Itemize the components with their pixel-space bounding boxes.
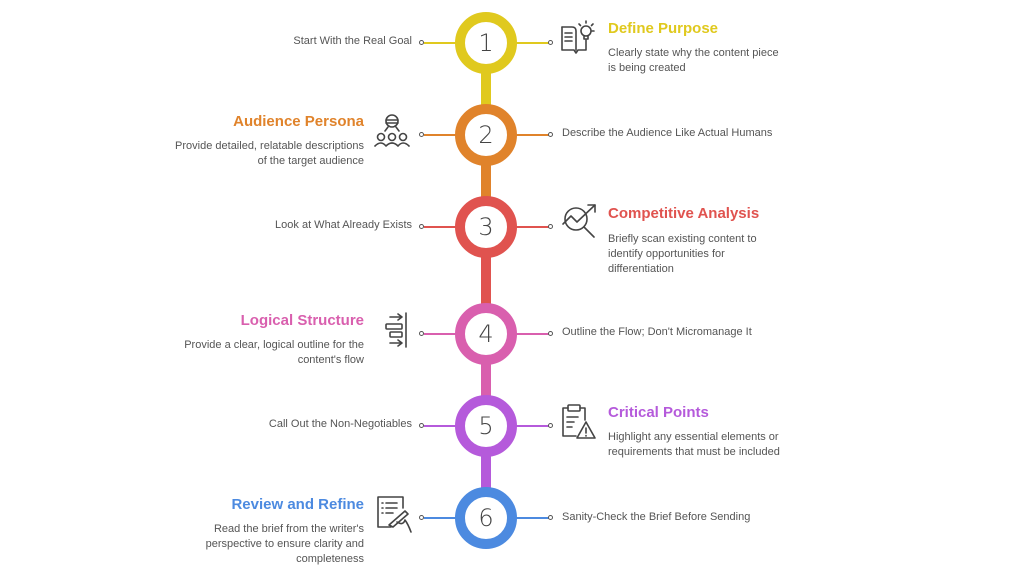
step-3-title: Competitive Analysis [608,205,760,222]
step-5-line-left [424,425,458,427]
connector-5-6 [481,455,491,491]
step-6-number: 6 [478,504,494,532]
step-2-circle: 2 [455,104,517,166]
connector-4-5 [481,363,491,399]
step-3-description: Briefly scan existing content to identif… [608,233,757,275]
step-3-line-left [424,226,458,228]
step-1-number: 1 [478,29,494,57]
step-3-number: 3 [478,213,494,241]
step-4-dot-left [419,331,424,336]
book-lightbulb-icon [558,18,598,58]
step-6-dot-left [419,515,424,520]
step-6-line-right [515,517,549,519]
document-pen-icon [375,494,415,534]
trend-magnifier-icon [560,202,600,242]
step-4-title: Logical Structure [240,312,364,329]
step-5-line-right [515,425,549,427]
step-4-circle: 4 [455,303,517,365]
step-6-circle: 6 [455,487,517,549]
step-4-line-right [515,333,549,335]
step-4-dot-right [548,331,553,336]
step-5-circle: 5 [455,395,517,457]
step-1-dot-left [419,40,424,45]
step-5-dot-left [419,423,424,428]
step-6-short-label: Sanity-Check the Brief Before Sending [562,511,751,523]
step-1-dot-right [548,40,553,45]
step-2-description: Provide detailed, relatable descriptions… [175,140,364,167]
step-1-circle: 1 [455,12,517,74]
step-2-number: 2 [478,121,494,149]
step-1-description: Clearly state why the content piece is b… [608,47,779,74]
step-2-short-label: Describe the Audience Like Actual Humans [562,127,773,139]
step-5-dot-right [548,423,553,428]
step-5-title: Critical Points [608,404,709,421]
step-2-dot-right [548,132,553,137]
step-4-description: Provide a clear, logical outline for the… [184,339,364,366]
connector-3-4 [481,256,491,306]
step-3-line-right [515,226,549,228]
step-2-line-left [424,134,458,136]
step-2-line-right [515,134,549,136]
step-2-title: Audience Persona [233,113,364,130]
align-structure-icon [378,310,418,350]
step-3-dot-right [548,224,553,229]
step-6-description: Read the brief from the writer's perspec… [205,523,364,565]
step-5-short-label: Call Out the Non-Negotiables [268,418,412,430]
step-6-dot-right [548,515,553,520]
step-3-circle: 3 [455,196,517,258]
step-1-title: Define Purpose [608,20,719,37]
step-4-short-label: Outline the Flow; Don't Micromanage It [562,326,752,338]
step-4-line-left [424,333,458,335]
connector-2-3 [481,164,491,200]
connector-1-2 [481,72,491,108]
step-1-line-right [515,42,549,44]
clipboard-warning-icon [558,402,598,442]
step-3-dot-left [419,224,424,229]
step-3-short-label: Look at What Already Exists [275,219,412,231]
step-5-number: 5 [478,412,494,440]
audience-group-icon [372,112,412,152]
step-6-title: Review and Refine [231,496,364,513]
step-6-line-left [424,517,458,519]
step-1-line-left [424,42,458,44]
step-4-number: 4 [478,320,494,348]
step-2-dot-left [419,132,424,137]
step-1-short-label: Start With the Real Goal [293,35,412,47]
step-5-description: Highlight any essential elements or requ… [608,431,780,458]
